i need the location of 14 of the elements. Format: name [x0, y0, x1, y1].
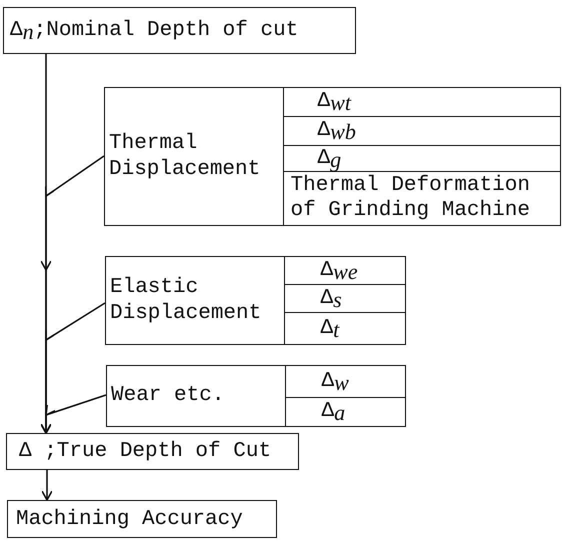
group-box	[105, 256, 406, 345]
group-box	[106, 365, 406, 427]
group-label: Elastic Displacement	[110, 274, 262, 326]
group-label: Thermal Displacement	[109, 130, 262, 182]
group-box	[104, 87, 561, 226]
arrow	[41, 394, 106, 433]
process-box	[3, 7, 356, 54]
process-box	[6, 433, 299, 470]
box-label: Δ ;True Depth of Cut	[19, 439, 272, 464]
box-label: Machining Accuracy	[16, 506, 243, 532]
process-box	[7, 500, 277, 538]
group-label: Wear etc.	[111, 383, 226, 409]
arrow	[41, 470, 53, 501]
box-label: Thermal Deformation of Grinding Machine	[290, 173, 531, 223]
